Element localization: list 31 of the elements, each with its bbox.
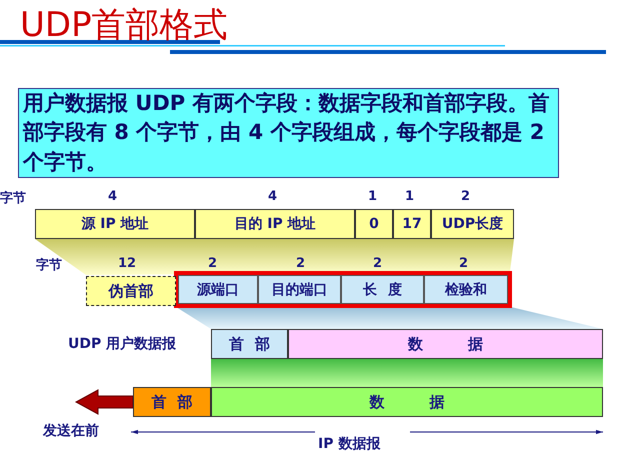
field-cell: 17 [393,209,431,239]
row-label: UDP 用户数据报 [68,335,176,353]
byte-count: 1 [368,189,378,204]
row-label: IP 数据报 [318,435,380,453]
pseudo-header-box: 伪首部 [86,276,176,306]
unit-label: 字节 [0,190,26,207]
byte-count: 4 [108,189,118,204]
byte-count: 2 [296,256,306,271]
field-cell: 长 度 [341,275,424,304]
byte-count: 2 [208,256,218,271]
header-box: 首 部 [133,387,211,417]
field-cell: 目的端口 [258,275,341,304]
title: UDP首部格式 [20,4,228,47]
byte-count: 2 [461,189,470,204]
byte-count: 2 [459,256,468,271]
info-box: 用户数据报 UDP 有两个字段：数据字段和首部字段。首部字段有 8 个字节，由 4 个字段组成，每个字段都是 2 个字节。 [18,88,559,178]
header-box: 首 部 [211,329,288,359]
byte-count: 4 [268,189,278,204]
byte-count: 2 [373,256,382,271]
byte-count: 1 [405,189,414,204]
field-cell: 源端口 [178,275,258,304]
data-box: 数 据 [211,387,603,417]
data-box: 数 据 [288,329,603,359]
field-cell: 0 [355,209,393,239]
field-cell: UDP长度 [431,209,514,239]
byte-count: 12 [118,256,136,271]
field-cell: 检验和 [424,275,508,304]
note-text: 发送在前 [43,422,99,440]
field-cell: 源 IP 地址 [35,209,195,239]
field-cell: 目的 IP 地址 [195,209,355,239]
unit-label: 字节 [36,256,62,274]
